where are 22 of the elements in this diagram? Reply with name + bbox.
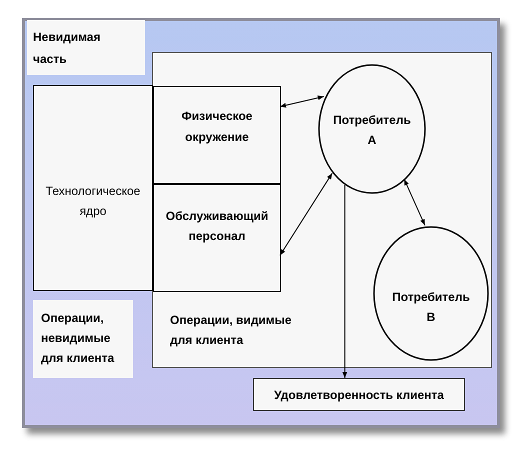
node-label: Невидимая часть <box>33 29 102 68</box>
node-label: Удовлетворенность клиента <box>274 386 444 402</box>
customer-circle <box>318 64 426 194</box>
double-arrow <box>280 96 324 108</box>
text-panel <box>33 300 133 378</box>
node-label: Обслуживающий персонал <box>164 208 270 245</box>
double-arrow <box>404 178 426 226</box>
process-box <box>33 85 153 291</box>
process-box <box>153 184 281 292</box>
customer-circle <box>373 226 489 361</box>
process-box <box>153 86 281 184</box>
node-label: Физическое окружение <box>180 108 254 146</box>
node-label: Операции, видимые для клиента <box>170 312 293 349</box>
region-box <box>152 52 492 368</box>
node-label: Потребитель А <box>332 112 412 149</box>
result-box <box>253 378 465 411</box>
node-label: Потребитель В <box>391 288 471 326</box>
double-arrow <box>280 172 333 256</box>
arrow <box>342 184 348 378</box>
text-panel <box>27 20 145 75</box>
node-label: Операции, невидимые для клиента <box>41 310 116 367</box>
node-label: Технологическое ядро <box>44 183 142 220</box>
